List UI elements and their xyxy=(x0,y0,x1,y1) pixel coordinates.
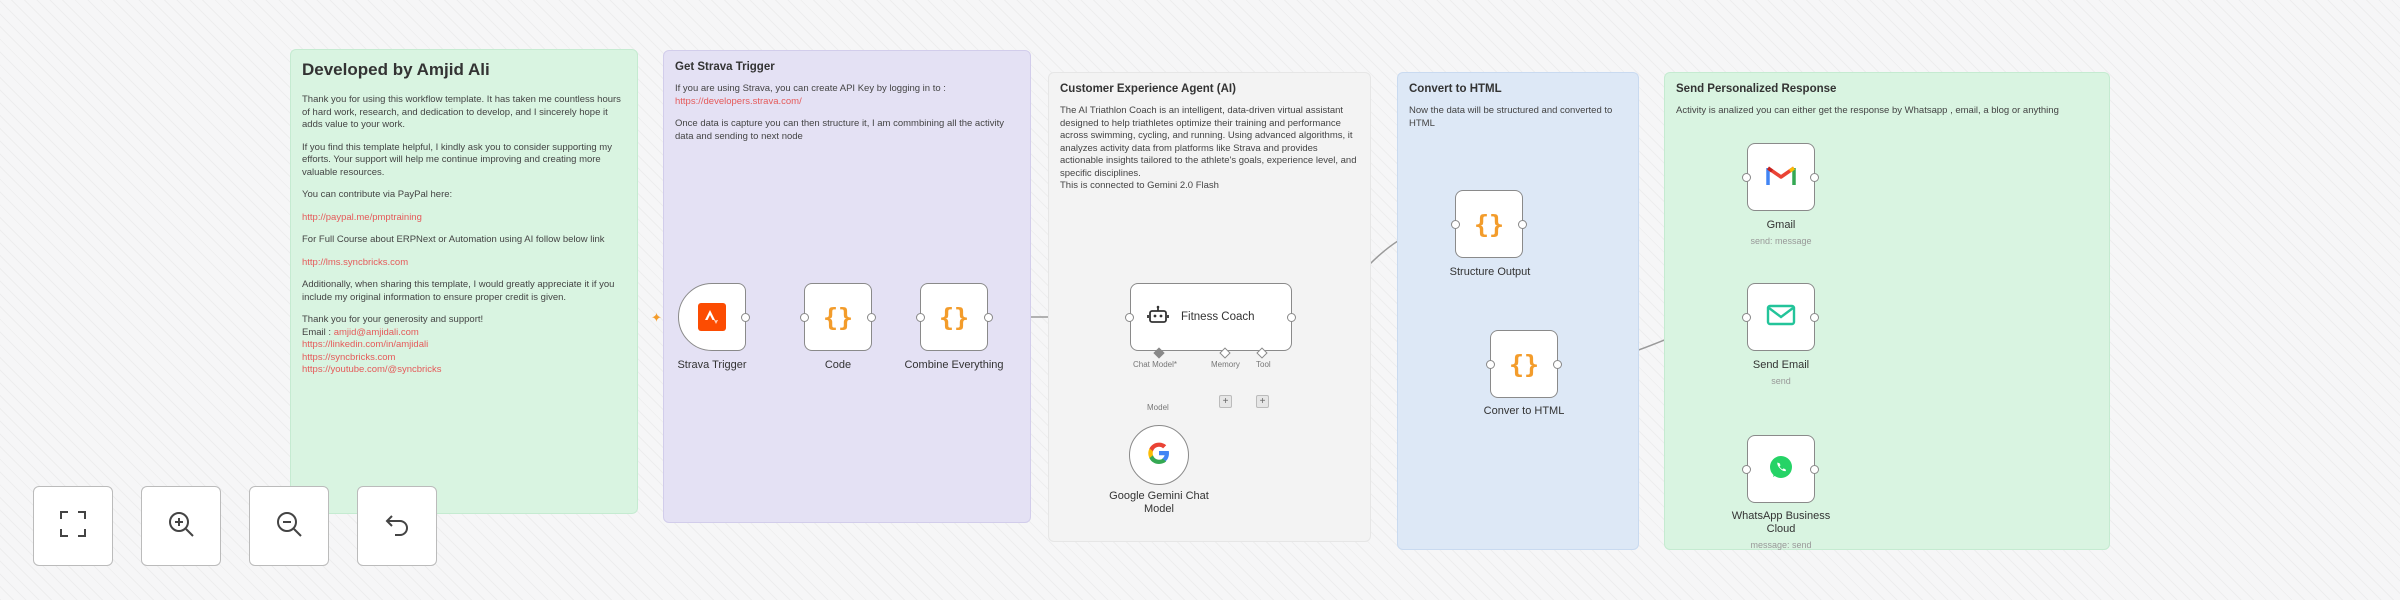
add-memory-button[interactable]: + xyxy=(1219,395,1232,408)
node-label: Strava Trigger xyxy=(677,359,747,371)
note-text: Additionally, when sharing this template… xyxy=(302,279,615,303)
node-label: Conver to HTML xyxy=(1483,405,1565,417)
input-port[interactable] xyxy=(1742,173,1751,182)
output-port[interactable] xyxy=(1553,360,1562,369)
strava-icon xyxy=(698,303,726,331)
website-link[interactable]: https://syncbricks.com xyxy=(302,351,396,363)
port-label: Model xyxy=(1147,403,1169,412)
zoom-in-icon xyxy=(166,509,196,544)
zoom-in-button[interactable] xyxy=(141,486,221,566)
node-label: Google Gemini Chat Model xyxy=(1109,490,1209,515)
braces-icon: {} xyxy=(822,302,854,332)
zoom-out-icon xyxy=(274,509,304,544)
note-text: If you are using Strava, you can create … xyxy=(675,83,946,94)
braces-icon: {} xyxy=(1473,209,1505,239)
sticky-note-send-response[interactable]: Send Personalized Response Activity is a… xyxy=(1664,72,2110,550)
port-label: Tool xyxy=(1256,360,1271,369)
node-send-email[interactable] xyxy=(1747,283,1815,351)
paypal-link[interactable]: http://paypal.me/pmptraining xyxy=(302,211,422,223)
reset-zoom-button[interactable] xyxy=(357,486,437,566)
input-port[interactable] xyxy=(1742,465,1751,474)
add-tool-button[interactable]: + xyxy=(1256,395,1269,408)
node-strava-trigger[interactable] xyxy=(678,283,746,351)
node-combine-everything[interactable]: {} xyxy=(920,283,988,351)
port-label: Chat Model* xyxy=(1133,360,1178,369)
note-text: For Full Course about ERPNext or Automat… xyxy=(302,234,605,245)
youtube-link[interactable]: https://youtube.com/@syncbricks xyxy=(302,364,442,375)
node-label: WhatsApp Business Cloud xyxy=(1731,510,1831,535)
note-text: You can contribute via PayPal here: xyxy=(302,189,453,200)
output-port[interactable] xyxy=(984,313,993,322)
output-port[interactable] xyxy=(1810,465,1819,474)
note-text: Now the data will be structured and conv… xyxy=(1409,105,1613,129)
undo-icon xyxy=(382,509,412,544)
input-port[interactable] xyxy=(1125,313,1134,322)
node-subtitle: send: message xyxy=(1750,236,1812,246)
node-label: Code xyxy=(824,359,852,371)
note-title: Convert to HTML xyxy=(1409,83,1502,95)
fullscreen-icon xyxy=(58,509,88,544)
note-text: The AI Triathlon Coach is an intelligent… xyxy=(1060,105,1357,179)
output-port[interactable] xyxy=(741,313,750,322)
zoom-out-button[interactable] xyxy=(249,486,329,566)
note-text: Activity is analized you can either get … xyxy=(1676,105,2059,116)
note-text: This is connected to Gemini 2.0 Flash xyxy=(1060,180,1219,191)
email-icon xyxy=(1766,303,1796,332)
node-gmail[interactable] xyxy=(1747,143,1815,211)
sticky-note-author[interactable]: Developed by Amjid Ali Thank you for usi… xyxy=(290,49,638,514)
linkedin-link[interactable]: https://linkedin.com/in/amjidali xyxy=(302,339,429,350)
output-port[interactable] xyxy=(1810,313,1819,322)
node-label: Combine Everything xyxy=(904,359,1004,371)
output-port[interactable] xyxy=(1287,313,1296,322)
google-icon xyxy=(1146,440,1172,471)
course-link[interactable]: http://lms.syncbricks.com xyxy=(302,256,409,268)
strava-dev-link[interactable]: https://developers.strava.com/ xyxy=(675,95,802,107)
email-label: Email : xyxy=(302,326,332,338)
note-title: Developed by Amjid Ali xyxy=(302,60,490,79)
node-label: Fitness Coach xyxy=(1181,311,1255,323)
note-title: Customer Experience Agent (AI) xyxy=(1060,83,1236,95)
sticky-note-convert-html[interactable]: Convert to HTML Now the data will be str… xyxy=(1397,72,1639,550)
node-code[interactable]: {} xyxy=(804,283,872,351)
input-port[interactable] xyxy=(800,313,809,322)
output-port[interactable] xyxy=(867,313,876,322)
whatsapp-icon xyxy=(1768,454,1794,485)
braces-icon: {} xyxy=(938,302,970,332)
note-title: Send Personalized Response xyxy=(1676,83,1837,95)
node-structure-output[interactable]: {} xyxy=(1455,190,1523,258)
input-port[interactable] xyxy=(1451,220,1460,229)
trigger-bolt-icon: ✦ xyxy=(651,310,662,325)
node-fitness-coach[interactable]: Fitness Coach xyxy=(1130,283,1292,351)
input-port[interactable] xyxy=(1742,313,1751,322)
email-link[interactable]: amjid@amjidali.com xyxy=(333,326,419,338)
braces-icon: {} xyxy=(1508,349,1540,379)
note-text: Thank you for your generosity and suppor… xyxy=(302,314,484,325)
node-subtitle: message: send xyxy=(1750,540,1812,550)
node-label: Structure Output xyxy=(1449,266,1531,278)
output-port[interactable] xyxy=(1810,173,1819,182)
note-text: Thank you for using this workflow templa… xyxy=(302,94,621,130)
node-label: Gmail xyxy=(1766,219,1796,231)
input-port[interactable] xyxy=(916,313,925,322)
node-convert-html[interactable]: {} xyxy=(1490,330,1558,398)
fit-view-button[interactable] xyxy=(33,486,113,566)
node-whatsapp[interactable] xyxy=(1747,435,1815,503)
note-text: Once data is capture you can then struct… xyxy=(675,118,1004,142)
node-label: Send Email xyxy=(1752,359,1810,371)
node-google-gemini[interactable] xyxy=(1129,425,1189,485)
note-text: If you find this template helpful, I kin… xyxy=(302,141,612,178)
port-label: Memory xyxy=(1211,360,1240,369)
node-subtitle: send xyxy=(1771,376,1791,386)
input-port[interactable] xyxy=(1486,360,1495,369)
gmail-icon xyxy=(1766,163,1796,192)
robot-icon xyxy=(1147,305,1169,330)
note-title: Get Strava Trigger xyxy=(675,61,775,73)
output-port[interactable] xyxy=(1518,220,1527,229)
